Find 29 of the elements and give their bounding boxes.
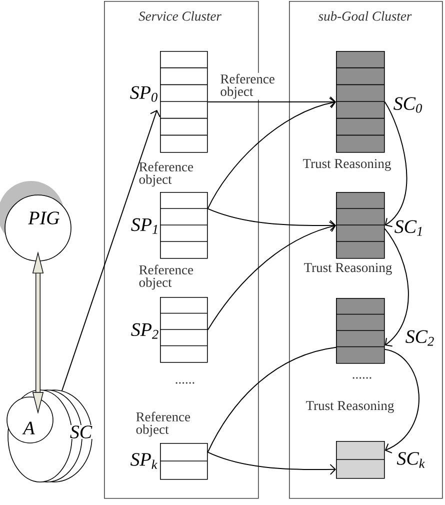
text-label: Reference object [139, 162, 194, 187]
arrow [207, 96, 336, 108]
text-label: Trust Reasoning [306, 401, 394, 413]
stack-label: SP$_{0}$ [130, 86, 158, 102]
text-label: Reference object [136, 412, 190, 437]
arrow [384, 348, 420, 454]
stack-label: SC$_{0}$ [394, 97, 422, 113]
arrow [207, 221, 336, 330]
stack-label: SP$_{2}$ [131, 323, 158, 339]
ellipsis-dots: ...... [176, 382, 194, 384]
circle-node: PIG [0, 181, 72, 262]
stack-label: SC$_{2}$ [406, 330, 434, 346]
connector-line [207, 346, 336, 453]
arrow [62, 110, 160, 392]
arrow [384, 101, 408, 228]
arrow [207, 452, 336, 475]
arrow [207, 208, 336, 231]
text-label: Reference object [139, 264, 194, 290]
ellipsis-dots: ...... [352, 377, 372, 379]
stack-label: SP$_{k}$ [130, 453, 158, 469]
stack-label: SC$_{1}$ [394, 220, 422, 236]
edge-label: Reference object [219, 72, 282, 100]
circle-node: A [6, 396, 54, 444]
text-label: Trust Reasoning [304, 263, 392, 275]
arrow [384, 228, 409, 347]
stack-label: SP$_{1}$ [131, 218, 158, 234]
arrow [207, 98, 336, 210]
stack-label: SC$_{k}$ [396, 452, 425, 468]
text-label: Trust Reasoning [303, 159, 391, 171]
